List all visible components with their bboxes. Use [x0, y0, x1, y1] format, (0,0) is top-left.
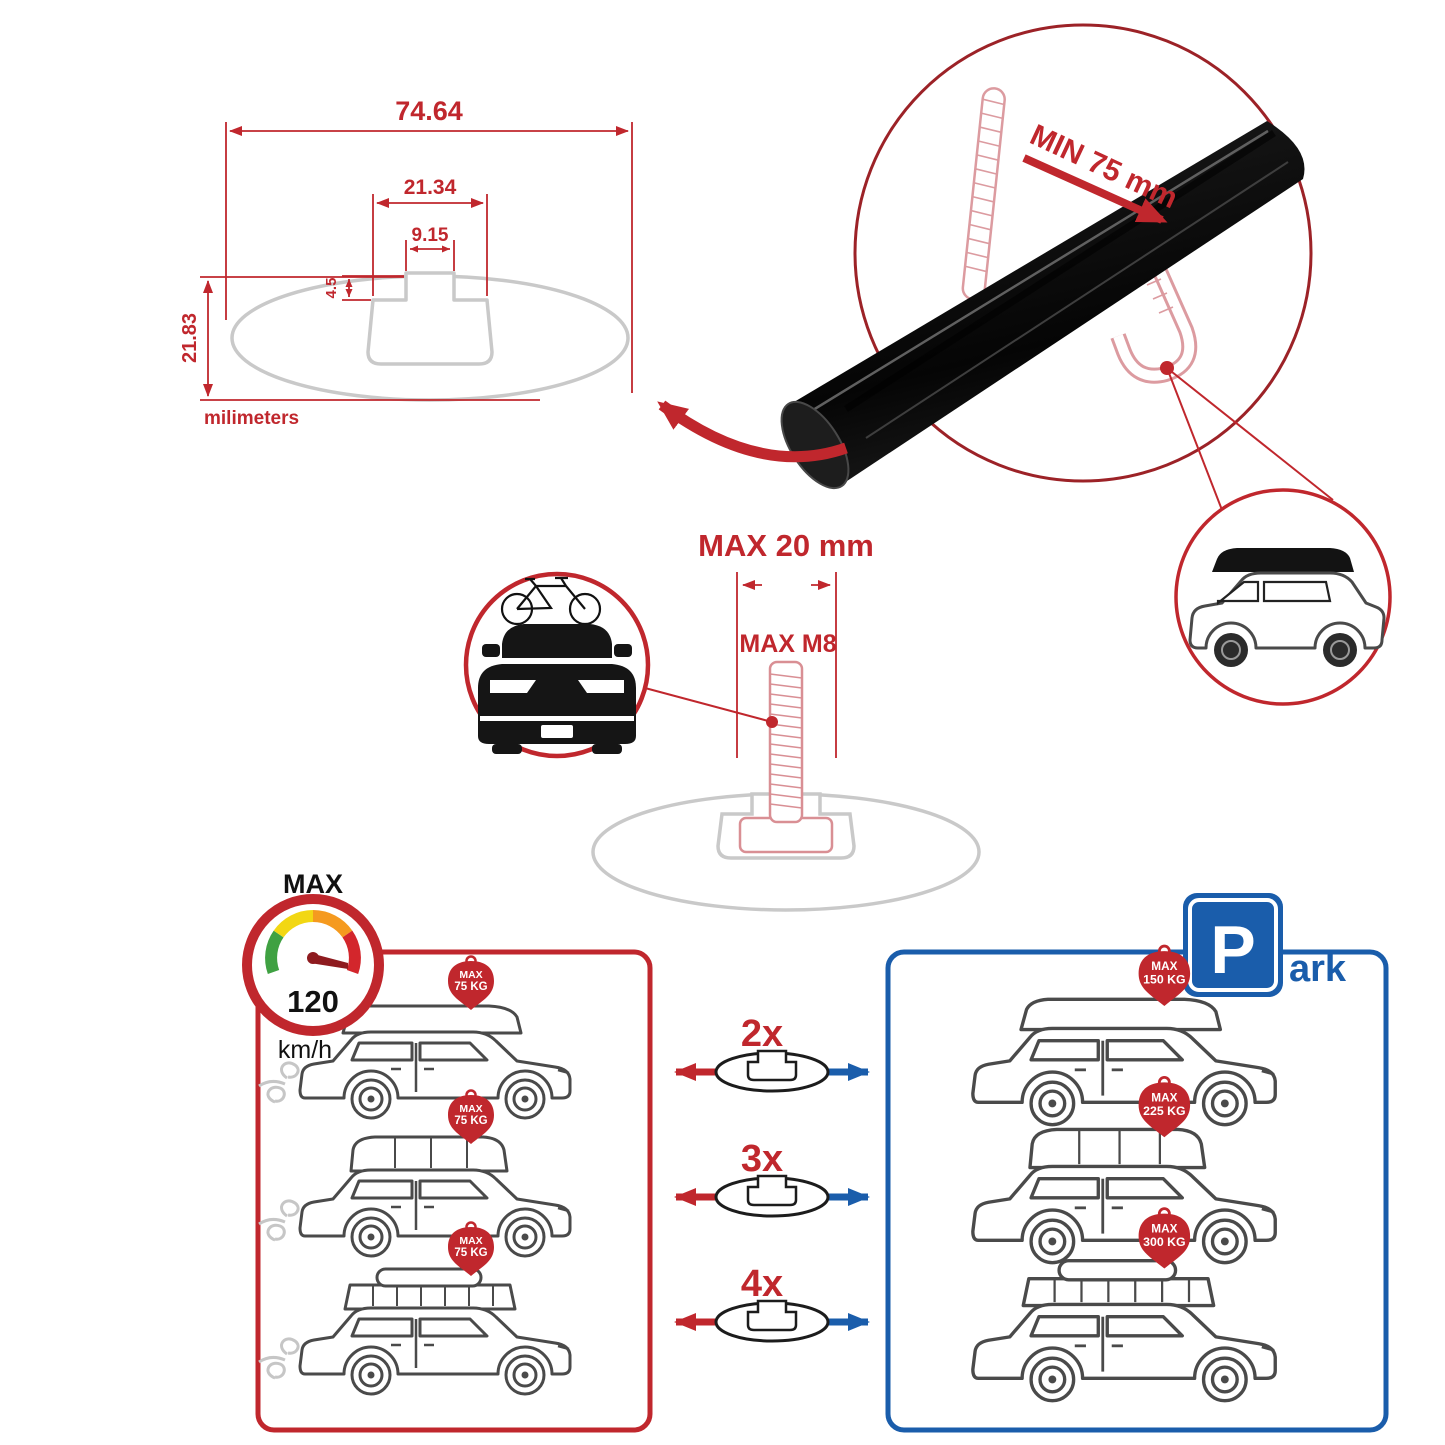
suv-with-roofbox-icon	[1188, 548, 1386, 667]
tag-label: MAX	[1151, 960, 1177, 973]
roof-cargo-basket	[1021, 1276, 1216, 1308]
dim-total-height: 21.83	[179, 313, 201, 363]
dim-total-width: 74.64	[395, 96, 463, 126]
tag-value: 300 KG	[1143, 1235, 1185, 1249]
load-tag: MAX 225 KG	[1138, 1075, 1191, 1138]
bar-cross-section-icon	[714, 1174, 830, 1218]
roof-cargo-bag	[349, 1135, 509, 1173]
tag-label: MAX	[459, 1235, 482, 1247]
dim-slot-lip-depth: 4.5	[323, 278, 340, 299]
roofbox	[1212, 548, 1354, 572]
max-thread-label: MAX M8	[739, 630, 836, 658]
min-grip-arrow	[1022, 154, 1168, 224]
bolt-shank	[768, 660, 804, 824]
speed-limit-badge: MAX 120 km/h	[242, 869, 384, 1064]
tag-label: MAX	[459, 969, 482, 981]
bolt-dimension-lines	[736, 572, 837, 758]
basket-bag	[375, 1267, 483, 1288]
parking-sign: P ark	[1183, 893, 1347, 997]
row-3-count: 4x	[741, 1263, 783, 1305]
basket-bag	[1057, 1259, 1178, 1282]
tag-label: MAX	[459, 1103, 482, 1115]
units-label: milimeters	[204, 408, 299, 429]
load-tag: MAX 300 KG	[1138, 1207, 1191, 1269]
dimension-lines	[200, 122, 633, 401]
dim-slot-opening-width: 9.15	[412, 225, 449, 246]
roof-cargo-bag	[1028, 1127, 1207, 1170]
tag-value: 225 KG	[1143, 1104, 1185, 1118]
speed-units: km/h	[278, 1036, 332, 1064]
tag-value: 75 KG	[454, 1115, 487, 1127]
parking-word-rest: ark	[1289, 948, 1347, 990]
profile-dimension-diagram: 74.64 21.34 9.15 4.5 21.83 milimeters	[179, 96, 633, 429]
pointer-line-right	[1166, 367, 1334, 501]
tag-value: 150 KG	[1143, 973, 1185, 987]
bolt-dimension-diagram: MAX 20 mm MAX M8	[463, 528, 981, 912]
load-tag: MAX 75 KG	[448, 955, 494, 1010]
car-single-3: MAX 75 KG	[257, 1221, 572, 1396]
bolt-threads	[769, 673, 803, 809]
bolt-leader-line	[644, 687, 773, 723]
gauge-arc	[265, 910, 361, 975]
profile-pointer-arrow	[657, 400, 848, 463]
roof-cargo-basket	[343, 1283, 517, 1311]
capacity-comparison: P ark 2x 3x 4x	[255, 893, 1389, 1433]
parking-sign-border	[1188, 898, 1278, 992]
tag-label: MAX	[1151, 1223, 1177, 1236]
thread-point-dot	[766, 716, 778, 728]
dim-slot-outer-width: 21.34	[404, 176, 457, 199]
bar-profile-slot	[366, 271, 494, 366]
load-tag: MAX 75 KG	[448, 1089, 494, 1144]
bar-detail-view: MIN 75 mm	[657, 23, 1334, 511]
car-parked-1: MAX 150 KG	[971, 944, 1277, 1127]
car-front-icon	[478, 624, 636, 754]
gauge-pivot	[307, 952, 319, 964]
speed-value: 120	[287, 984, 339, 1019]
crossbar-3d	[780, 121, 1305, 490]
multiplier-row-2: 3x	[674, 1138, 870, 1218]
vehicle-front-circle	[463, 571, 651, 759]
parking-sign-board	[1183, 893, 1283, 997]
row-2-count: 3x	[741, 1138, 783, 1180]
pointer-line-left	[1166, 367, 1223, 511]
load-tag: MAX 150 KG	[1138, 944, 1191, 1006]
load-tag: MAX 75 KG	[448, 1221, 494, 1276]
tag-value: 75 KG	[454, 1247, 487, 1259]
row-1-count: 2x	[741, 1013, 783, 1055]
vehicle-roofbox-circle	[1174, 488, 1392, 706]
multiplier-row-1: 2x	[674, 1013, 870, 1093]
car-single-2: MAX 75 KG	[257, 1089, 572, 1258]
max-length-label: MAX 20 mm	[698, 528, 874, 563]
multiplier-row-3: 4x	[674, 1263, 870, 1343]
roof-cargo-box	[1019, 997, 1223, 1032]
bar-cross-section-icon	[714, 1049, 830, 1093]
car-parked-2: MAX 225 KG	[971, 1075, 1277, 1265]
tag-value: 75 KG	[454, 981, 487, 993]
gauge-needle	[310, 953, 348, 969]
car-parked-3: MAX 300 KG	[971, 1207, 1277, 1403]
parking-sign-letter: P	[1210, 912, 1255, 988]
bar-cross-section-icon	[714, 1299, 830, 1343]
roof-cargo-box	[341, 1004, 523, 1035]
tag-label: MAX	[1151, 1091, 1177, 1104]
